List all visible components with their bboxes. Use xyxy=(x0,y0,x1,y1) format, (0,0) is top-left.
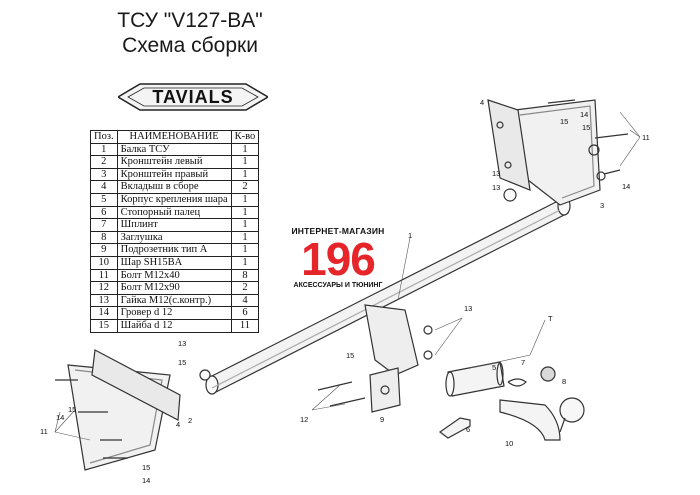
tavials-logo: TAVIALS xyxy=(118,83,268,111)
callout-15b: 15 xyxy=(582,123,590,132)
callout-1: 1 xyxy=(408,231,412,240)
callout-4b: 4 xyxy=(176,420,180,429)
subtitle-line: Схема сборки xyxy=(122,34,258,57)
callout-11a: 11 xyxy=(642,133,650,142)
callout-13c: 13 xyxy=(178,339,186,348)
callout-15e: 15 xyxy=(68,405,76,414)
parts-cell-qty: 1 xyxy=(230,230,260,245)
beam-part xyxy=(205,196,571,395)
left-bolts xyxy=(55,369,211,459)
socket-plate-part xyxy=(364,304,419,413)
callout-T: T xyxy=(548,314,553,323)
shop-bottom-text: АКСЕССУАРЫ И ТЮНИНГ xyxy=(293,282,383,289)
callout-6: 6 xyxy=(466,425,470,434)
callout-8: 8 xyxy=(562,377,566,386)
callout-5: 5 xyxy=(492,363,496,372)
shop-top-text: ИНТЕРНЕТ-МАГАЗИН xyxy=(291,226,385,236)
callout-12: 12 xyxy=(300,415,308,424)
parts-cell-qty: 1 xyxy=(230,142,260,157)
cotter-pin-part xyxy=(507,378,527,387)
callout-14b: 14 xyxy=(622,182,630,191)
callout-labels: 1 2 3 4 4 5 6 7 8 9 10 11 11 12 13 13 13… xyxy=(40,98,650,485)
lock-pin-part xyxy=(438,417,471,439)
logo-text: TAVIALS xyxy=(152,87,233,107)
callout-15d: 15 xyxy=(346,351,354,360)
callout-9: 9 xyxy=(380,415,384,424)
parts-cell-qty: 1 xyxy=(230,192,260,207)
callout-10: 10 xyxy=(505,439,513,448)
tow-ball-part xyxy=(499,397,585,441)
right-insert-part xyxy=(487,99,531,191)
shop-watermark: ИНТЕРНЕТ-МАГАЗИН 196 АКСЕССУАРЫ И ТЮНИНГ xyxy=(288,226,388,289)
shop-number: 196 xyxy=(301,233,376,285)
callout-14a: 14 xyxy=(580,110,588,119)
callout-14c: 14 xyxy=(56,413,64,422)
callout-2: 2 xyxy=(188,416,192,425)
right-bolts xyxy=(503,99,629,202)
long-bolts xyxy=(317,325,433,407)
left-insert-part xyxy=(91,349,181,421)
callout-13b: 13 xyxy=(492,183,500,192)
callout-11b: 11 xyxy=(40,427,48,436)
parts-cell-qty: 11 xyxy=(230,318,260,333)
callout-13d: 13 xyxy=(464,304,472,313)
cap-part xyxy=(540,366,556,382)
callout-15a: 15 xyxy=(560,117,568,126)
callout-3: 3 xyxy=(600,201,604,210)
callout-14d: 14 xyxy=(142,476,150,485)
callout-7: 7 xyxy=(521,358,525,367)
callout-15f: 15 xyxy=(142,463,150,472)
page-title: ТСУ "V127-BA" Схема сборки xyxy=(105,8,275,58)
callout-15c: 15 xyxy=(178,358,186,367)
leader-lines xyxy=(54,111,641,441)
parts-cell-name: Шайба d 12 xyxy=(116,318,232,333)
parts-cell-pos: 15 xyxy=(90,318,118,333)
callout-4a: 4 xyxy=(480,98,484,107)
callout-13a: 13 xyxy=(492,169,500,178)
title-line: ТСУ "V127-BA" xyxy=(117,9,263,32)
